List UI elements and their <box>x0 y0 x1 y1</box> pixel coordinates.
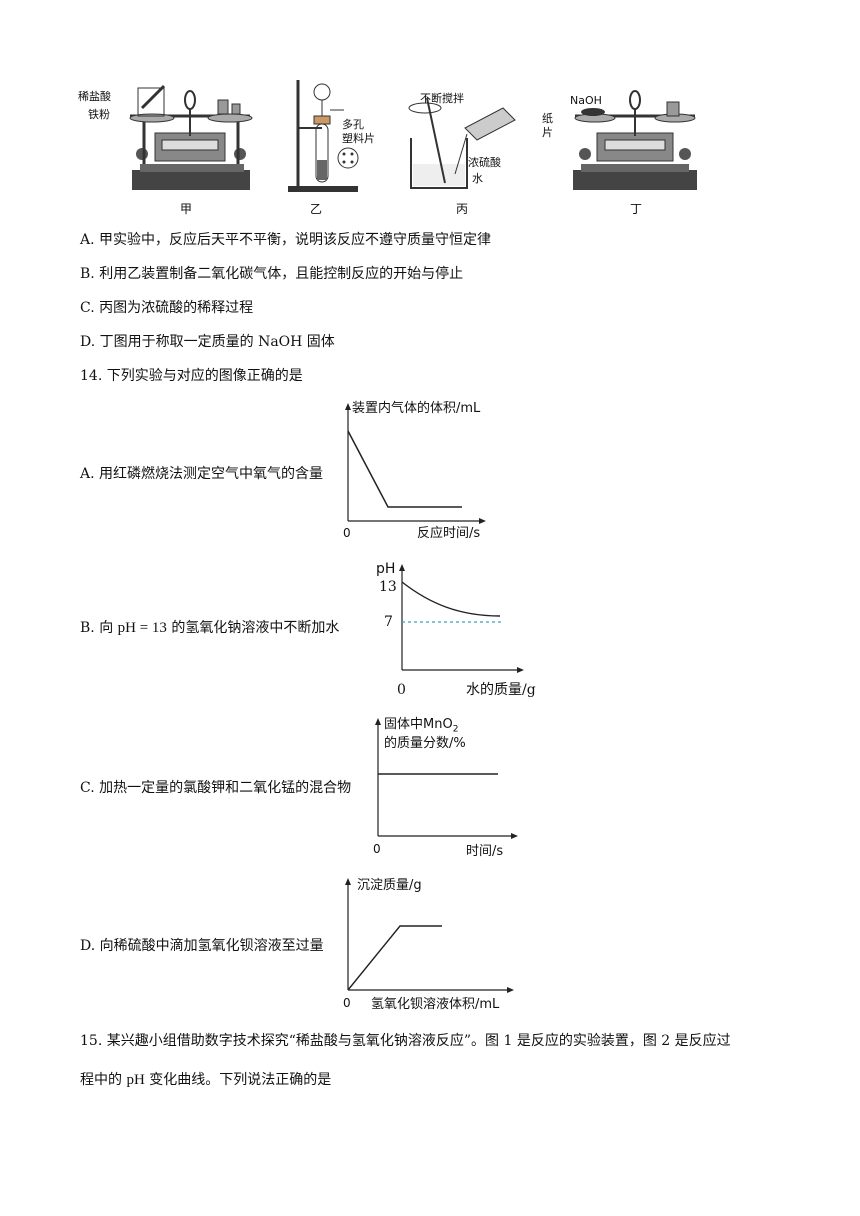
q13-option-c: C. 丙图为浓硫酸的稀释过程 <box>80 300 254 316</box>
chart-a <box>345 403 486 524</box>
chart-d-xlabel: 氢氧化钡溶液体积/mL <box>371 997 500 1012</box>
chart-d-ylabel: 沉淀质量/g <box>357 878 422 893</box>
label-yi: 乙 <box>309 202 322 216</box>
balance-ding-illustration <box>573 90 697 190</box>
chart-c-ylabel-sub: 2 <box>452 724 459 735</box>
label-plastic: 塑料片 <box>342 132 375 145</box>
q15-line-2-pre: 程中的 <box>80 1072 127 1088</box>
q14-b-post: 的氢氧化钠溶液中不断加水 <box>166 620 340 636</box>
label-naoh: NaOH <box>570 94 602 107</box>
chart-a-ylabel: 装置内气体的体积/mL <box>352 401 481 416</box>
q14-b-pre: B. 向 <box>80 620 118 636</box>
chart-b-origin: 0 <box>397 682 406 698</box>
label-water: 水 <box>472 172 483 185</box>
chart-d-curve <box>347 925 442 991</box>
chart-c-ylabel-1: 固体中MnO2 <box>384 716 458 739</box>
chart-a-origin: 0 <box>343 526 351 540</box>
q15-ph: pH <box>126 1072 145 1088</box>
label-paper-1: 纸 <box>542 112 553 125</box>
chart-c-ylabel-main: 固体中MnO <box>384 717 453 732</box>
apparatus-figure: 稀盐酸 铁粉 甲 多孔 塑料片 乙 不断搅拌 浓硫酸 水 丙 <box>60 78 710 218</box>
label-bing: 丙 <box>455 202 468 216</box>
q14-option-c: C. 加热一定量的氯酸钾和二氧化锰的混合物 <box>80 780 352 796</box>
q15-line-1: 15. 某兴趣小组借助数字技术探究“稀盐酸与氢氧化钠溶液反应”。图 1 是反应的… <box>80 1033 731 1049</box>
q13-option-b: B. 利用乙装置制备二氧化碳气体，且能控制反应的开始与停止 <box>80 266 464 282</box>
balance-jia-illustration <box>129 84 253 190</box>
chart-b-tick-7: 7 <box>384 614 393 630</box>
chart-b-curve <box>401 581 501 617</box>
label-paper-2: 片 <box>542 126 553 139</box>
apparatus-bing-illustration <box>408 97 516 189</box>
chart-b <box>399 564 524 673</box>
q14-stem: 14. 下列实验与对应的图像正确的是 <box>80 368 303 384</box>
chart-c-ylabel-2: 的质量分数/% <box>384 736 466 751</box>
chart-b-tick-13: 13 <box>379 579 397 595</box>
chart-c <box>375 718 518 839</box>
chart-a-xlabel: 反应时间/s <box>417 526 481 541</box>
label-porous: 多孔 <box>342 118 364 131</box>
label-hcl: 稀盐酸 <box>78 90 111 103</box>
chart-c-xlabel: 时间/s <box>466 844 504 859</box>
apparatus-yi-illustration <box>288 80 359 192</box>
q13-option-a: A. 甲实验中，反应后天平不平衡，说明该反应不遵守质量守恒定律 <box>80 232 492 248</box>
chart-b-xlabel: 水的质量/g <box>466 682 536 698</box>
q14-option-a: A. 用红磷燃烧法测定空气中氧气的含量 <box>80 466 324 482</box>
chart-c-origin: 0 <box>373 842 381 856</box>
q14-option-b: B. 向 pH = 13 的氢氧化钠溶液中不断加水 <box>80 619 339 637</box>
chart-b-ylabel: pH <box>376 561 396 577</box>
q15-line-2-post: 变化曲线。下列说法正确的是 <box>144 1072 332 1088</box>
label-iron: 铁粉 <box>88 108 110 121</box>
label-stir: 不断搅拌 <box>420 92 464 105</box>
q15-line-2: 程中的 pH 变化曲线。下列说法正确的是 <box>80 1071 331 1089</box>
q14-option-d: D. 向稀硫酸中滴加氢氧化钡溶液至过量 <box>80 938 324 954</box>
label-ding: 丁 <box>629 202 642 216</box>
chart-a-curve <box>347 430 462 508</box>
chart-d <box>345 878 514 993</box>
q13-option-d: D. 丁图用于称取一定质量的 NaOH 固体 <box>80 334 335 350</box>
chart-d-origin: 0 <box>343 996 351 1010</box>
q14-b-math: pH = 13 <box>117 620 167 636</box>
label-jia: 甲 <box>179 202 192 216</box>
label-conc-acid: 浓硫酸 <box>468 156 501 169</box>
